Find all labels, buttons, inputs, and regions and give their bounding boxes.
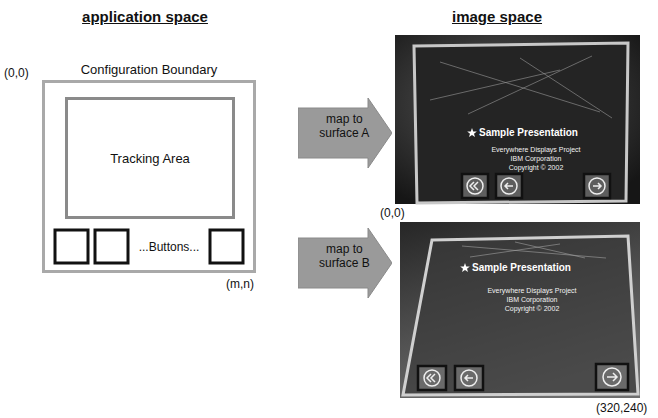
slide-title: Sample Presentation bbox=[479, 127, 578, 139]
boundary-heading: Configuration Boundary bbox=[81, 62, 218, 77]
slide-text: Copyright © 2002 bbox=[505, 304, 560, 313]
projected-button bbox=[584, 174, 610, 198]
button-circle bbox=[501, 178, 517, 194]
arrow-label: map to surface B bbox=[313, 242, 375, 270]
button-circle bbox=[461, 370, 477, 386]
tracking-area: Tracking Area bbox=[65, 97, 235, 219]
bullet-star bbox=[467, 128, 477, 137]
slide-decoration bbox=[462, 242, 606, 258]
slide-text: IBM Corporation bbox=[511, 154, 562, 163]
arrow-label: map to surface A bbox=[313, 112, 375, 140]
button-frame bbox=[455, 366, 483, 390]
coordinate-label: (0,0) bbox=[4, 66, 29, 80]
slide-decoration bbox=[430, 56, 612, 118]
button-square bbox=[95, 230, 128, 263]
area-label: Tracking Area bbox=[110, 151, 190, 166]
button-square bbox=[55, 230, 88, 263]
button-circle bbox=[424, 370, 440, 386]
coordinate-label: (m,n) bbox=[226, 277, 254, 291]
button-circle bbox=[589, 178, 605, 194]
button-frame bbox=[496, 174, 522, 198]
arrow-body bbox=[298, 98, 392, 168]
rewind-icon bbox=[427, 374, 435, 382]
block-arrow: map to surface A bbox=[298, 98, 392, 168]
slide-text: Everywhere Displays Project bbox=[491, 145, 580, 154]
back-icon bbox=[465, 375, 473, 381]
back-icon bbox=[505, 183, 513, 189]
projected-button bbox=[496, 174, 522, 198]
slide-title: Sample Presentation bbox=[472, 262, 571, 274]
projected-screen bbox=[414, 43, 628, 203]
arrow-body bbox=[298, 228, 392, 298]
projected-button bbox=[462, 174, 488, 198]
button-square bbox=[210, 230, 243, 263]
rewind-icon bbox=[470, 182, 478, 190]
buttons-label: ...Buttons... bbox=[139, 240, 200, 254]
projected-screen bbox=[403, 236, 638, 395]
slide-text: Copyright © 2002 bbox=[509, 163, 564, 172]
coordinate-label: (320,240) bbox=[596, 401, 647, 415]
button-frame bbox=[462, 174, 488, 198]
section-heading: image space bbox=[452, 8, 542, 26]
slide-text: Everywhere Displays Project bbox=[487, 286, 576, 295]
next-icon bbox=[607, 373, 617, 381]
button-circle bbox=[603, 368, 621, 386]
button-circle bbox=[467, 178, 483, 194]
projected-button bbox=[455, 366, 483, 390]
projected-button bbox=[596, 364, 628, 390]
bullet-star bbox=[460, 263, 470, 272]
button-frame bbox=[596, 364, 628, 390]
projected-button bbox=[418, 366, 446, 390]
slide-text: IBM Corporation bbox=[507, 295, 558, 304]
surface-photo bbox=[400, 222, 640, 398]
surface-photo bbox=[395, 35, 640, 204]
next-icon bbox=[593, 183, 601, 189]
button-frame bbox=[584, 174, 610, 198]
coordinate-label: (0,0) bbox=[380, 206, 405, 220]
section-heading: application space bbox=[82, 8, 208, 26]
block-arrow: map to surface B bbox=[298, 228, 392, 298]
button-frame bbox=[418, 366, 446, 390]
